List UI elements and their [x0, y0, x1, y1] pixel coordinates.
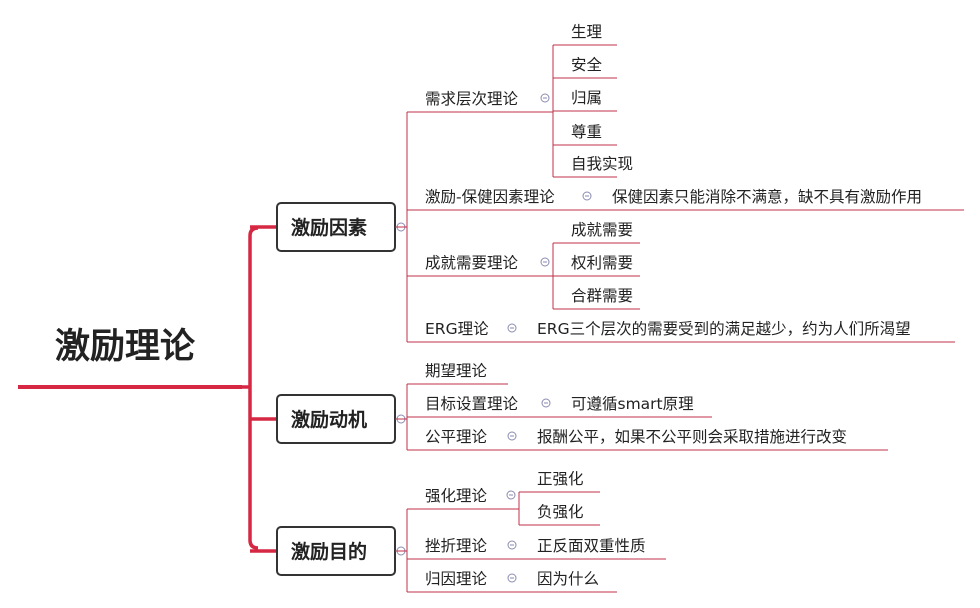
- topic-node[interactable]: 公平理论 报酬公平，如果不公平则会采取措施进行改变: [407, 428, 888, 451]
- topic-note: 保健因素只能消除不满意，缺不具有激励作用: [612, 187, 922, 206]
- collapse-icon[interactable]: [541, 398, 551, 408]
- topic-note: 正反面双重性质: [537, 537, 646, 555]
- collapse-icon[interactable]: [540, 93, 550, 103]
- leaf-node[interactable]: 合群需要: [553, 287, 640, 310]
- topic-note: 可遵循smart原理: [571, 395, 694, 413]
- leaf-node[interactable]: 归属: [553, 89, 617, 112]
- collapse-icon[interactable]: [507, 431, 517, 441]
- topic-label: 目标设置理论: [425, 395, 519, 413]
- leaf-label: 自我实现: [571, 155, 633, 173]
- leaf-label: 尊重: [571, 123, 602, 141]
- topic-label: 归因理论: [425, 570, 488, 588]
- leaf-node[interactable]: 安全: [553, 56, 617, 79]
- collapse-icon[interactable]: [540, 257, 550, 267]
- leaf-label: 成就需要: [571, 221, 633, 239]
- topic-node[interactable]: ERG理论 ERG三个层次的需要受到的满足越少，约为人们所渴望: [407, 320, 955, 343]
- leaf-node[interactable]: 自我实现: [553, 155, 633, 178]
- leaf-label: 合群需要: [571, 287, 633, 305]
- category-label: 激励目的: [291, 540, 367, 563]
- collapse-icon[interactable]: [507, 540, 517, 550]
- leaf-label: 正强化: [537, 470, 584, 488]
- collapse-icon[interactable]: [507, 573, 517, 583]
- trunk-line: [248, 226, 259, 550]
- topic-note: 因为什么: [537, 570, 599, 588]
- root-label: 激励理论: [55, 327, 196, 367]
- topic-label: 公平理论: [425, 428, 488, 446]
- collapse-icon[interactable]: [506, 490, 516, 500]
- topic-label: 挫折理论: [425, 537, 488, 555]
- topic-node[interactable]: 激励-保健因素理论 保健因素只能消除不满意，缺不具有激励作用: [407, 187, 964, 211]
- category-label: 激励动机: [291, 408, 367, 431]
- topic-label: 激励-保健因素理论: [425, 188, 555, 206]
- leaf-node[interactable]: 权利需要: [553, 254, 640, 277]
- leaf-label: 归属: [571, 89, 602, 107]
- topic-note: 报酬公平，如果不公平则会采取措施进行改变: [537, 428, 847, 446]
- collapse-icon[interactable]: [507, 323, 517, 333]
- leaf-label: 权利需要: [571, 254, 633, 272]
- leaf-label: 生理: [571, 23, 602, 41]
- topic-label: 成就需要理论: [425, 254, 519, 272]
- leaf-node[interactable]: 生理: [553, 23, 617, 46]
- topic-node[interactable]: 挫折理论 正反面双重性质: [407, 537, 666, 560]
- category-label: 激励因素: [291, 216, 367, 239]
- leaf-label: 安全: [571, 56, 603, 74]
- topic-note: ERG三个层次的需要受到的满足越少，约为人们所渴望: [537, 320, 911, 338]
- topic-node[interactable]: 目标设置理论 可遵循smart原理: [407, 395, 712, 418]
- leaf-node[interactable]: 正强化: [519, 470, 600, 493]
- root-node[interactable]: 激励理论: [18, 327, 242, 389]
- leaf-label: 负强化: [537, 503, 584, 521]
- topic-label: 期望理论: [425, 362, 488, 380]
- topic-label: ERG理论: [425, 320, 489, 338]
- topic-label: 强化理论: [425, 487, 488, 505]
- topic-node[interactable]: 期望理论: [407, 362, 508, 385]
- collapse-icon[interactable]: [582, 191, 592, 201]
- topic-label: 需求层次理论: [425, 90, 519, 108]
- leaf-node[interactable]: 负强化: [519, 503, 600, 526]
- leaf-node[interactable]: 尊重: [553, 123, 617, 146]
- leaf-node[interactable]: 成就需要: [553, 221, 640, 244]
- topic-node[interactable]: 归因理论 因为什么: [407, 570, 617, 593]
